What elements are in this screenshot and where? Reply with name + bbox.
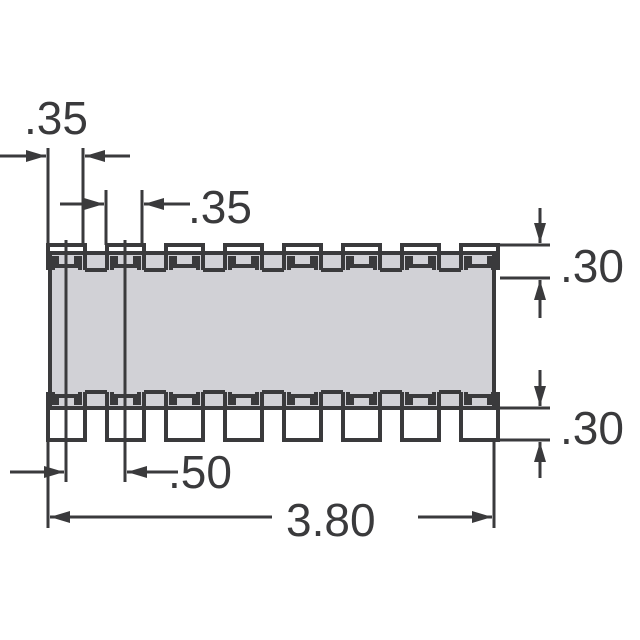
dim-terminal-width-label: .35	[24, 92, 88, 144]
dim-bottom-terminal-height	[500, 370, 550, 478]
dim-terminal-gap-label: .35	[188, 181, 252, 233]
dim-terminal-gap	[60, 190, 190, 245]
dim-overall-length	[46, 440, 496, 528]
dim-bottom-terminal-height-label: .30	[560, 402, 624, 454]
dim-terminal-width	[0, 148, 130, 245]
dim-top-terminal-height-label: .30	[560, 240, 624, 292]
package-body	[48, 251, 496, 410]
dim-pitch-label: .50	[168, 446, 232, 498]
dim-top-terminal-height	[500, 208, 550, 318]
dim-overall-length-label: 3.80	[286, 494, 376, 546]
